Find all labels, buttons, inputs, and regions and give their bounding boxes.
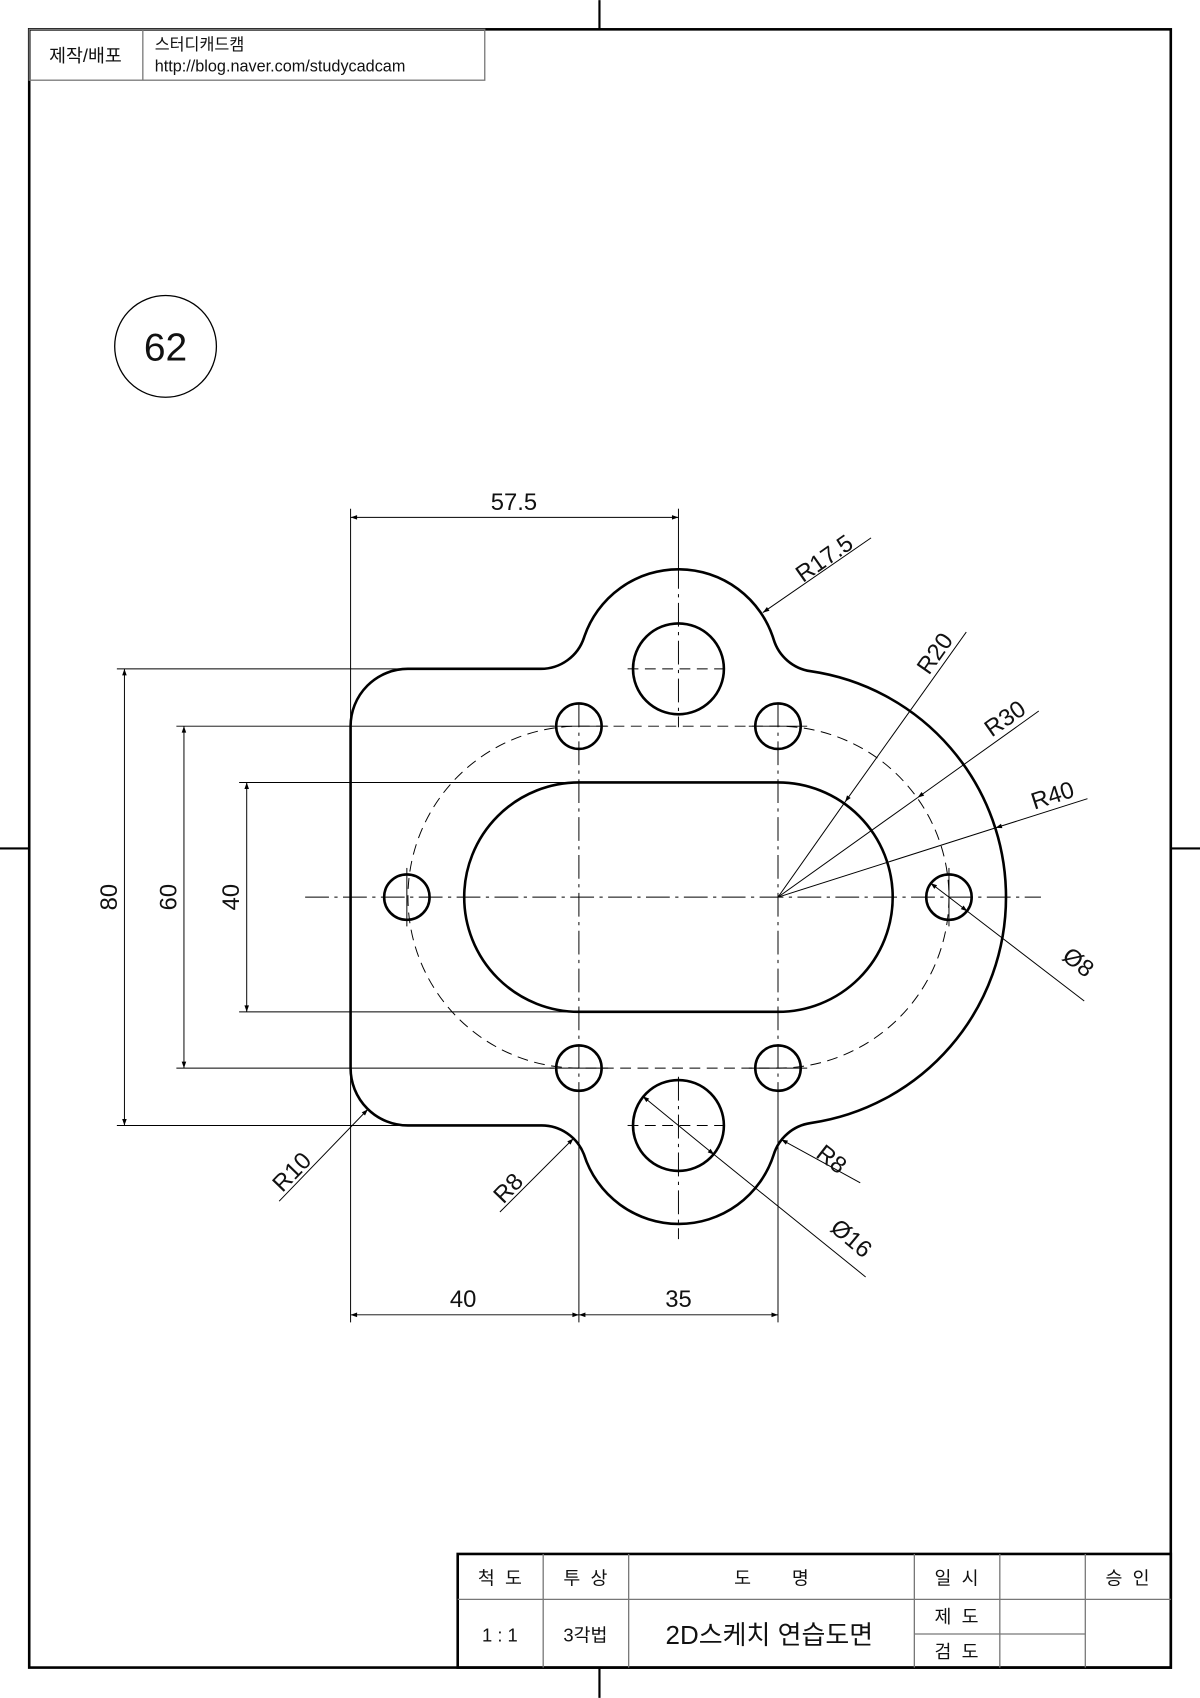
leader-r30: R30	[777, 695, 1040, 898]
leader-dia16: Ø16	[642, 1095, 877, 1278]
dim-outer-radius: R40	[1028, 776, 1078, 815]
dim-height-bolt: 60	[155, 884, 182, 910]
leader-r20: R20	[777, 628, 967, 898]
checked-by-label: 검 도	[935, 1641, 979, 1662]
projection-label: 투 상	[563, 1567, 607, 1588]
header-label: 제작/배포	[49, 45, 122, 66]
leader-r40: R40	[777, 776, 1088, 898]
approval-label: 승 인	[1105, 1567, 1149, 1588]
scale-label: 척 도	[478, 1567, 522, 1588]
dim-fillet-left: R8	[488, 1168, 529, 1209]
title-block: 척 도 투 상 도 명 일 시 승 인 1 : 1 3각법 2D스케치 연습도면…	[456, 1552, 1173, 1669]
drawing-name-label: 도 명	[734, 1567, 809, 1588]
center-lines	[305, 564, 1041, 1240]
dim-slot-radius: R20	[912, 628, 959, 679]
dim-bolt-hole-dia: Ø8	[1057, 942, 1099, 983]
dim-corner-radius: R10	[267, 1147, 317, 1197]
drawing-number: 62	[144, 326, 187, 369]
projection-value: 3각법	[563, 1625, 607, 1646]
dim-height-outer: 80	[96, 884, 123, 910]
dim-bottom-right: 35	[665, 1286, 691, 1313]
dimension-40-horizontal: 40	[350, 1286, 579, 1318]
header-author: 스터디캐드캠	[155, 36, 245, 54]
dimension-60: 60	[155, 726, 187, 1069]
dimension-35: 35	[578, 1286, 778, 1318]
dim-bottom-left: 40	[450, 1286, 476, 1313]
header-url[interactable]: http://blog.naver.com/studycadcam	[155, 58, 406, 76]
dim-top-width: 57.5	[491, 489, 537, 516]
dimension-80: 80	[96, 668, 127, 1126]
date-label: 일 시	[935, 1567, 979, 1588]
leader-r8-right: R8	[781, 1139, 861, 1184]
scale-value: 1 : 1	[482, 1625, 518, 1646]
author-header: 제작/배포 스터디캐드캠 http://blog.naver.com/study…	[28, 28, 486, 81]
dim-boss-radius: R17.5	[791, 530, 859, 589]
dim-boss-hole-dia: Ø16	[825, 1214, 877, 1264]
dim-fillet-right: R8	[811, 1140, 852, 1180]
dimension-57-5: 57.5	[350, 489, 679, 520]
drawing-number-badge: 62	[114, 294, 218, 398]
dimension-40-vertical: 40	[218, 782, 249, 1012]
drawing-name: 2D스케치 연습도면	[666, 1620, 874, 1650]
leader-dia8: Ø8	[930, 882, 1099, 1002]
extension-lines	[116, 508, 779, 1323]
dim-height-slot: 40	[218, 884, 245, 910]
leader-r8-left: R8	[488, 1138, 574, 1213]
leader-r17-5: R17.5	[762, 530, 872, 613]
leader-r10: R10	[267, 1108, 369, 1202]
drawn-by-label: 제 도	[935, 1606, 979, 1627]
